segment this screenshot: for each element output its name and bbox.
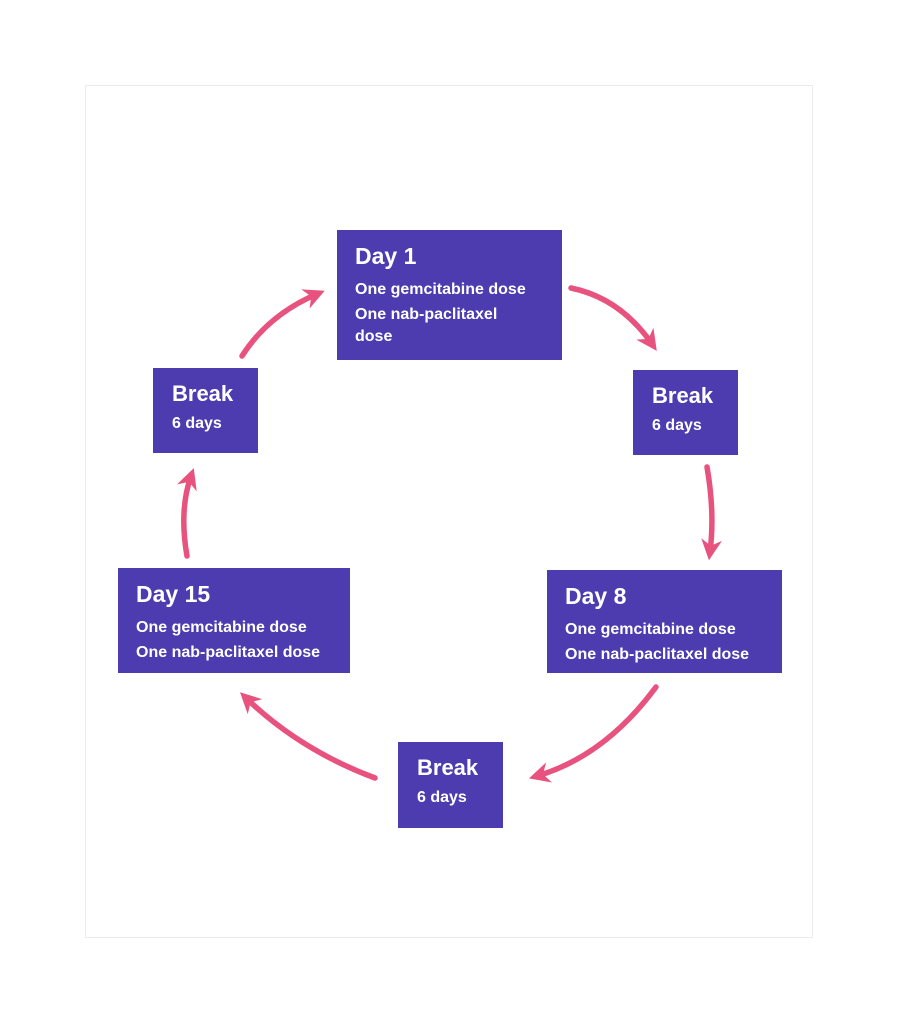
node-break-duration: 6 days [417, 789, 467, 807]
node-break-after-day-15: Break 6 days [153, 368, 258, 453]
node-day-8-line: One gemcitabine dose [565, 620, 736, 638]
node-break-after-day-8: Break 6 days [398, 742, 503, 828]
node-day-15: Day 15 One gemcitabine dose One nab-pacl… [118, 568, 350, 673]
node-break-title: Break [652, 383, 714, 408]
node-break-duration: 6 days [652, 417, 702, 435]
node-day-8: Day 8 One gemcitabine dose One nab-pacli… [547, 570, 782, 673]
node-day-15-title: Day 15 [136, 581, 211, 607]
node-break-after-day-1: Break 6 days [633, 370, 738, 455]
node-day-15-line: One nab-paclitaxel dose [136, 644, 321, 662]
node-break-title: Break [172, 381, 234, 406]
node-day-15-line: One gemcitabine dose [136, 618, 307, 636]
node-break-title: Break [417, 755, 479, 780]
node-day-1-title: Day 1 [355, 243, 417, 269]
node-day-1-line: One nab-paclitaxel dose [355, 306, 498, 345]
node-break-duration: 6 days [172, 415, 222, 433]
node-day-8-title: Day 8 [565, 583, 627, 609]
node-day-1: Day 1 One gemcitabine dose One nab-pacli… [337, 230, 562, 360]
node-day-8-line: One nab-paclitaxel dose [565, 646, 750, 664]
node-day-1-line: One gemcitabine dose [355, 280, 526, 298]
